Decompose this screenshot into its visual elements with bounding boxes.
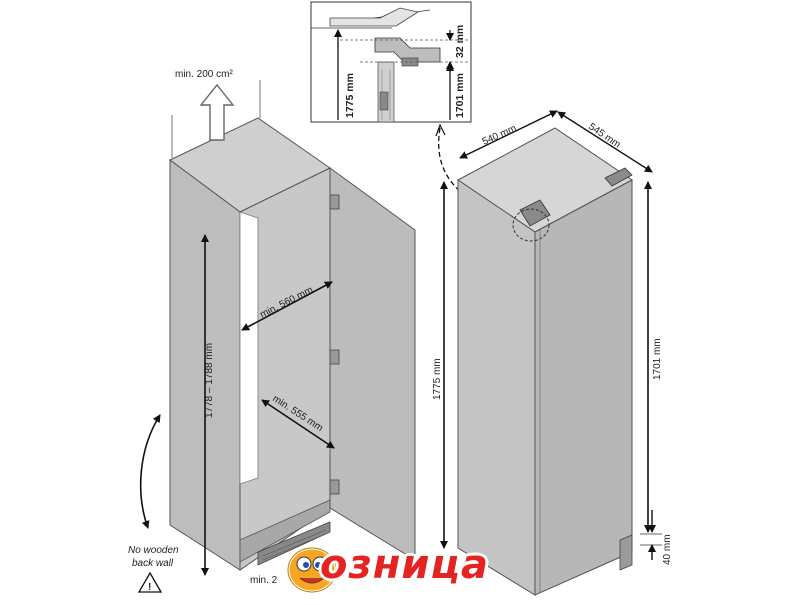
refrigerator (457, 127, 633, 596)
fridge-total-height-label: 1775 mm (432, 358, 443, 400)
mascot-icon (286, 546, 338, 594)
inset-body-height: 1701 mm (454, 73, 466, 118)
hinge-middle (329, 349, 340, 365)
inner-height-label: 1778 – 1788 mm (204, 343, 215, 418)
inset-total-height: 1775 mm (344, 73, 356, 118)
brand-logo-text: озница (320, 542, 490, 588)
back-wall-label: back wall (132, 558, 174, 569)
no-wooden-label: No wooden (128, 545, 179, 556)
detail-inset (310, 1, 472, 123)
fridge-depth-dimension (557, 111, 653, 173)
fridge-depth-label: 545 mm (586, 121, 622, 150)
fridge-width-dimension (459, 110, 558, 159)
vent-area-label: min. 200 cm² (175, 69, 233, 80)
width-bottom-dimension (261, 399, 335, 449)
width-top-dimension (241, 281, 333, 331)
inset-gap: 32 mm (454, 25, 466, 58)
niche-cabinet (169, 80, 416, 571)
foot-label: 40 mm (662, 534, 673, 565)
brand-logo: озница (282, 540, 534, 600)
bottom-vent-label: min. 2 (250, 575, 278, 586)
fridge-body-height-label: 1701 mm (652, 338, 663, 380)
open-door (329, 167, 416, 561)
hinge-bottom (329, 479, 340, 495)
hinge-top (329, 194, 340, 210)
vent-grille (257, 521, 331, 566)
svg-text:!: ! (148, 582, 151, 593)
vent-up-arrow (199, 83, 235, 141)
warning-icon: ! (137, 571, 163, 593)
curved-arrow (139, 414, 161, 529)
fridge-width-label: 540 mm (481, 123, 518, 148)
